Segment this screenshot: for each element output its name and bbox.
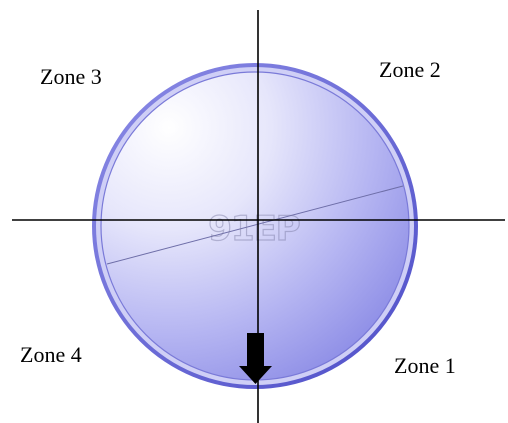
zone-2-label: Zone 2 [379,57,441,82]
zone-1-label: Zone 1 [394,353,456,378]
watermark-text: 91EP [208,209,300,249]
zone-4-label: Zone 4 [20,342,82,367]
zone-3-label: Zone 3 [40,64,102,89]
